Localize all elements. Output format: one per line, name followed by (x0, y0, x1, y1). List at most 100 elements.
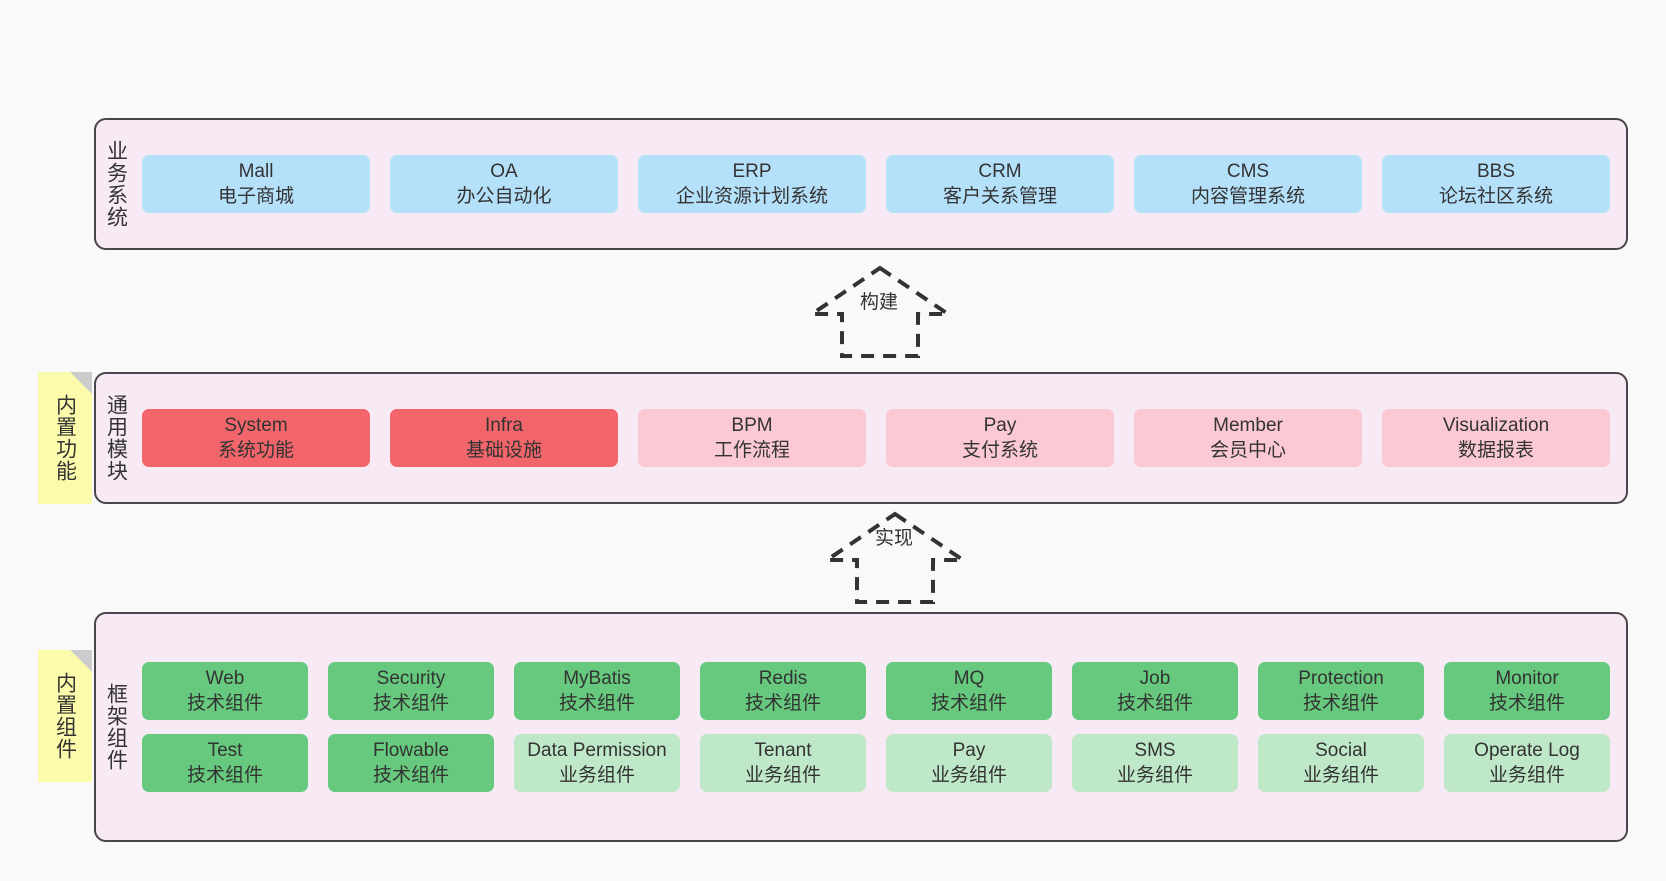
card-title-en: BPM (731, 415, 773, 436)
card-sms[interactable]: SMS 业务组件 (1072, 734, 1238, 792)
card-title-en: Tenant (754, 740, 812, 761)
card-title-en: MyBatis (563, 668, 631, 689)
card-title-en: ERP (732, 161, 772, 182)
card-title-en: Visualization (1442, 415, 1550, 436)
note-fold-corner-icon (70, 372, 92, 394)
card-title-cn: 业务组件 (1488, 765, 1565, 786)
card-title-en: Redis (758, 668, 808, 689)
card-title-cn: 会员中心 (1209, 440, 1286, 461)
card-bbs[interactable]: BBS 论坛社区系统 (1382, 155, 1610, 213)
card-title-cn: 内容管理系统 (1190, 186, 1305, 207)
card-web[interactable]: Web 技术组件 (142, 662, 308, 720)
layer-body-framework-component: Web 技术组件 Security 技术组件 MyBatis 技术组件 Redi… (136, 614, 1626, 840)
layer-title-business-system: 业务系统 (104, 140, 128, 228)
card-title-cn: 技术组件 (1488, 693, 1565, 714)
card-title-cn: 技术组件 (744, 693, 821, 714)
card-title-en: Flowable (372, 740, 450, 761)
card-title-cn: 业务组件 (558, 765, 635, 786)
card-erp[interactable]: ERP 企业资源计划系统 (638, 155, 866, 213)
card-row-technical: Web 技术组件 Security 技术组件 MyBatis 技术组件 Redi… (142, 662, 1610, 720)
card-monitor[interactable]: Monitor 技术组件 (1444, 662, 1610, 720)
card-title-cn: 技术组件 (930, 693, 1007, 714)
note-builtin-function: 内置功能 (38, 372, 92, 504)
card-operate-log[interactable]: Operate Log 业务组件 (1444, 734, 1610, 792)
note-label: 内置组件 (53, 672, 77, 760)
card-oa[interactable]: OA 办公自动化 (390, 155, 618, 213)
card-title-cn: 电子商城 (217, 186, 294, 207)
card-protection[interactable]: Protection 技术组件 (1258, 662, 1424, 720)
card-title-cn: 企业资源计划系统 (675, 186, 828, 207)
card-title-cn: 技术组件 (372, 693, 449, 714)
card-flowable[interactable]: Flowable 技术组件 (328, 734, 494, 792)
note-builtin-component: 内置组件 (38, 650, 92, 782)
card-title-cn: 系统功能 (217, 440, 294, 461)
card-title-en: Protection (1298, 668, 1384, 689)
layer-common-module: 通用模块 System 系统功能 Infra 基础设施 BPM 工作流程 Pay… (94, 372, 1628, 504)
card-title-cn: 工作流程 (713, 440, 790, 461)
card-row: Mall 电子商城 OA 办公自动化 ERP 企业资源计划系统 CRM 客户关系… (142, 155, 1610, 213)
card-title-en: CRM (978, 161, 1022, 182)
card-job[interactable]: Job 技术组件 (1072, 662, 1238, 720)
card-system[interactable]: System 系统功能 (142, 409, 370, 467)
card-title-cn: 论坛社区系统 (1438, 186, 1553, 207)
card-title-en: Job (1139, 668, 1171, 689)
card-mall[interactable]: Mall 电子商城 (142, 155, 370, 213)
card-title-en: Infra (484, 415, 524, 436)
card-title-en: System (224, 415, 288, 436)
card-test[interactable]: Test 技术组件 (142, 734, 308, 792)
note-label: 内置功能 (53, 394, 77, 482)
card-infra[interactable]: Infra 基础设施 (390, 409, 618, 467)
card-title-en: Mall (238, 161, 274, 182)
card-title-en: Member (1213, 415, 1283, 436)
card-cms[interactable]: CMS 内容管理系统 (1134, 155, 1362, 213)
card-title-en: Web (205, 668, 245, 689)
layer-business-system: 业务系统 Mall 电子商城 OA 办公自动化 ERP 企业资源计划系统 CRM… (94, 118, 1628, 250)
card-title-cn: 技术组件 (372, 765, 449, 786)
card-title-en: OA (490, 161, 518, 182)
card-title-en: Data Permission (527, 740, 667, 761)
card-mq[interactable]: MQ 技术组件 (886, 662, 1052, 720)
card-bpm[interactable]: BPM 工作流程 (638, 409, 866, 467)
card-redis[interactable]: Redis 技术组件 (700, 662, 866, 720)
card-title-cn: 基础设施 (465, 440, 542, 461)
card-visualization[interactable]: Visualization 数据报表 (1382, 409, 1610, 467)
card-title-cn: 支付系统 (961, 440, 1038, 461)
card-data-permission[interactable]: Data Permission 业务组件 (514, 734, 680, 792)
card-title-en: Test (207, 740, 243, 761)
card-title-en: Pay (952, 740, 986, 761)
note-fold-corner-icon (70, 650, 92, 672)
card-title-cn: 数据报表 (1457, 440, 1534, 461)
card-title-en: Operate Log (1474, 740, 1580, 761)
card-crm[interactable]: CRM 客户关系管理 (886, 155, 1114, 213)
card-title-en: Security (376, 668, 446, 689)
card-title-en: Monitor (1495, 668, 1559, 689)
card-title-cn: 技术组件 (1302, 693, 1379, 714)
card-row-business: Test 技术组件 Flowable 技术组件 Data Permission … (142, 734, 1610, 792)
card-title-en: Social (1315, 740, 1367, 761)
card-title-cn: 业务组件 (1302, 765, 1379, 786)
card-title-cn: 技术组件 (558, 693, 635, 714)
card-title-cn: 业务组件 (1116, 765, 1193, 786)
card-title-cn: 办公自动化 (456, 186, 552, 207)
card-title-cn: 业务组件 (930, 765, 1007, 786)
card-title-cn: 技术组件 (186, 765, 263, 786)
connector-build-label: 构建 (860, 292, 899, 313)
card-social[interactable]: Social 业务组件 (1258, 734, 1424, 792)
layer-title-framework-component: 框架组件 (104, 683, 128, 771)
card-pay[interactable]: Pay 支付系统 (886, 409, 1114, 467)
card-tenant[interactable]: Tenant 业务组件 (700, 734, 866, 792)
card-pay-business[interactable]: Pay 业务组件 (886, 734, 1052, 792)
card-security[interactable]: Security 技术组件 (328, 662, 494, 720)
layer-title-common-module: 通用模块 (104, 394, 128, 482)
layer-body-business-system: Mall 电子商城 OA 办公自动化 ERP 企业资源计划系统 CRM 客户关系… (136, 120, 1626, 248)
card-mybatis[interactable]: MyBatis 技术组件 (514, 662, 680, 720)
card-title-en: BBS (1476, 161, 1516, 182)
card-member[interactable]: Member 会员中心 (1134, 409, 1362, 467)
layer-body-common-module: System 系统功能 Infra 基础设施 BPM 工作流程 Pay 支付系统… (136, 374, 1626, 502)
card-title-cn: 技术组件 (186, 693, 263, 714)
card-title-en: MQ (953, 668, 985, 689)
layer-framework-component: 框架组件 Web 技术组件 Security 技术组件 MyBatis 技术组件… (94, 612, 1628, 842)
card-title-cn: 客户关系管理 (942, 186, 1057, 207)
card-title-en: SMS (1134, 740, 1176, 761)
